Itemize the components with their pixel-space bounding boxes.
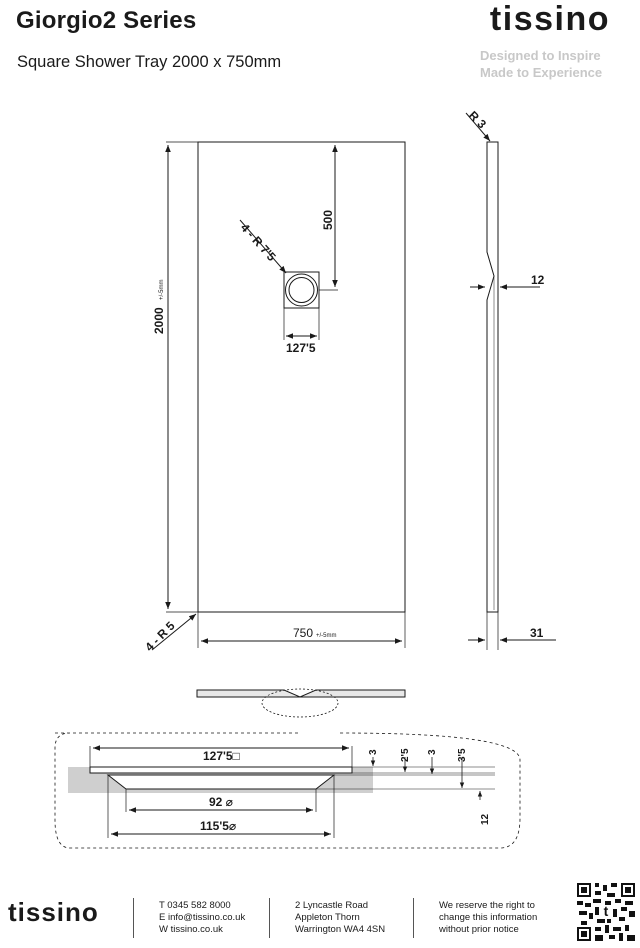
footer-divider [133,898,134,938]
label-detail-dim-4: 3'5 [457,748,468,762]
front-elevation [196,689,406,698]
label-detail-diameter: 92 ⌀ [209,795,233,809]
side-profile [486,141,499,613]
page-subtitle: Square Shower Tray 2000 x 750mm [17,53,282,71]
footer-notice-line: We reserve the right to [439,900,535,911]
label-detail-top: 127'5□ [203,749,240,763]
section-profile [89,766,353,774]
label-detail-dim-3: 3 [427,749,438,755]
footer-notice: We reserve the right to change this info… [439,900,537,936]
footer-address: 2 Lyncastle Road Appleton Thorn Warringt… [295,900,385,936]
label-dim-waste-offset: 500 [321,210,335,230]
label-dim-waste-size: 127'5 [286,341,316,355]
footer-address-line: 2 Lyncastle Road [295,900,369,911]
footer-phone: T 0345 582 8000 [159,900,231,911]
qr-code-icon[interactable]: t [577,883,635,941]
tagline-1: Designed to Inspire [480,48,601,63]
label-corner-radius-inner: 4 - R 7'5 [238,221,279,264]
footer-brand-logo: tissino [8,897,99,927]
label-detail-dim-1: 3 [368,749,379,755]
label-edge-radius: R 3 [466,108,489,131]
footer-notice-line: change this information [439,912,538,923]
footer-address-line: Warrington WA4 4SN [295,924,386,935]
svg-text:t: t [604,903,609,919]
page-title: Giorgio2 Series [16,7,197,34]
footer-website[interactable]: W tissino.co.uk [159,924,223,935]
label-detail-outer: 115'5⌀ [200,819,236,833]
label-dim-length-tol: +/-5mm [159,279,165,300]
footer-divider [269,898,270,938]
label-corner-radius-outer: 4 - R 5 [142,619,178,655]
footer-address-line: Appleton Thorn [295,912,360,923]
waste-circle-outer [285,273,318,307]
brand-logo: tissino [489,0,610,38]
footer-notice-line: without prior notice [439,924,519,935]
footer-contact: T 0345 582 8000 E info@tissino.co.uk W t… [159,900,245,936]
label-detail-dim-2: 2'5 [400,748,411,762]
label-detail-depth: 12 [480,813,491,825]
footer-email[interactable]: E info@tissino.co.uk [159,912,246,923]
detail-callout [261,688,339,718]
label-dim-length: 2000 [152,307,166,334]
tray-outline [197,141,406,613]
label-dim-width-tol: +/-5mm [316,633,337,639]
footer-divider [413,898,414,938]
label-dim-width: 750 [293,626,313,640]
label-thickness: 31 [530,626,544,640]
waste-circle-inner [288,277,315,303]
label-drain-depth: 12 [531,273,545,287]
tagline-2: Made to Experience [480,65,603,80]
